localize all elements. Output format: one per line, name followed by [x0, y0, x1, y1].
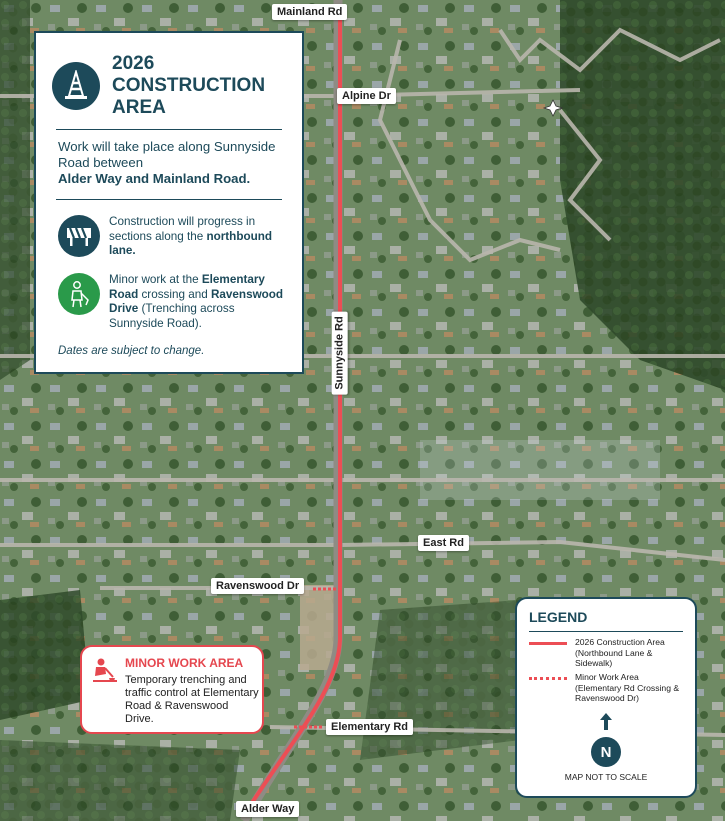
legend-solid-text: 2026 Construction Area (Northbound Lane … [575, 637, 665, 668]
legend-dotted-text: Minor Work Area (Elementary Rd Crossing … [575, 672, 680, 703]
item2-bold-d: Ravenswood Drive [109, 287, 284, 316]
north-indicator: N [591, 737, 621, 767]
legend-divider [529, 631, 683, 632]
callout-title: MINOR WORK AREA [125, 656, 244, 670]
worker-digging-icon [92, 657, 118, 688]
road-label-mainland: Mainland Rd [272, 4, 348, 20]
north-arrow-icon: N [591, 712, 621, 767]
legend-solid-swatch [529, 642, 567, 645]
map-legend: LEGEND 2026 Construction Area (Northboun… [515, 597, 697, 798]
road-label-sunnyside: Sunnyside Rd [331, 311, 348, 395]
legend-item-construction: 2026 Construction Area (Northbound Lane … [529, 637, 687, 669]
road-label-alder: Alder Way [236, 801, 300, 817]
worker-digging-icon [58, 273, 100, 315]
road-label-ravenswood: Ravenswood Dr [211, 578, 305, 594]
legend-title: LEGEND [529, 609, 588, 625]
item2-text-c: crossing and [138, 287, 211, 301]
traffic-cone-icon [52, 62, 100, 110]
item2-bold-b: Elementary Road [109, 273, 265, 301]
panel-title: 2026 CONSTRUCTION AREA [112, 53, 266, 118]
road-label-alpine: Alpine Dr [337, 88, 396, 104]
legend-dotted-swatch [529, 677, 567, 680]
scale-note: MAP NOT TO SCALE [564, 772, 648, 782]
road-label-elementary: Elementary Rd [326, 719, 414, 735]
panel-item-text: Minor work at the Elementary Road crossi… [109, 273, 291, 331]
panel-intro: Work will take place along Sunnyside Roa… [58, 139, 294, 187]
item2-text-a: Minor work at the [109, 273, 202, 286]
construction-info-panel: 2026 CONSTRUCTION AREA Work will take pl… [34, 31, 304, 374]
panel-item-northbound: Construction will progress in sections a… [58, 215, 291, 259]
minor-work-callout: MINOR WORK AREA Temporary trenching and … [80, 645, 264, 734]
panel-item-text: Construction will progress in sections a… [109, 215, 291, 259]
item2-text-e: (Trenching across Sunnyside Road). [109, 302, 235, 330]
road-label-east: East Rd [418, 535, 469, 551]
panel-item-minor-work: Minor work at the Elementary Road crossi… [58, 273, 291, 331]
construction-area-line [244, 10, 342, 814]
panel-divider [56, 199, 282, 200]
callout-text: Temporary trenching and traffic control … [125, 674, 259, 725]
legend-item-minor: Minor Work Area (Elementary Rd Crossing … [529, 672, 687, 704]
item1-bold: northbound lane. [109, 229, 273, 258]
intro-bold-text: Alder Way and Mainland Road. [58, 171, 251, 186]
panel-divider [56, 129, 282, 130]
item1-text: Construction will progress in sections a… [109, 215, 256, 243]
dates-note: Dates are subject to change. [58, 345, 205, 357]
intro-text: Work will take place along Sunnyside Roa… [58, 139, 276, 170]
road-barrier-icon [58, 215, 100, 257]
